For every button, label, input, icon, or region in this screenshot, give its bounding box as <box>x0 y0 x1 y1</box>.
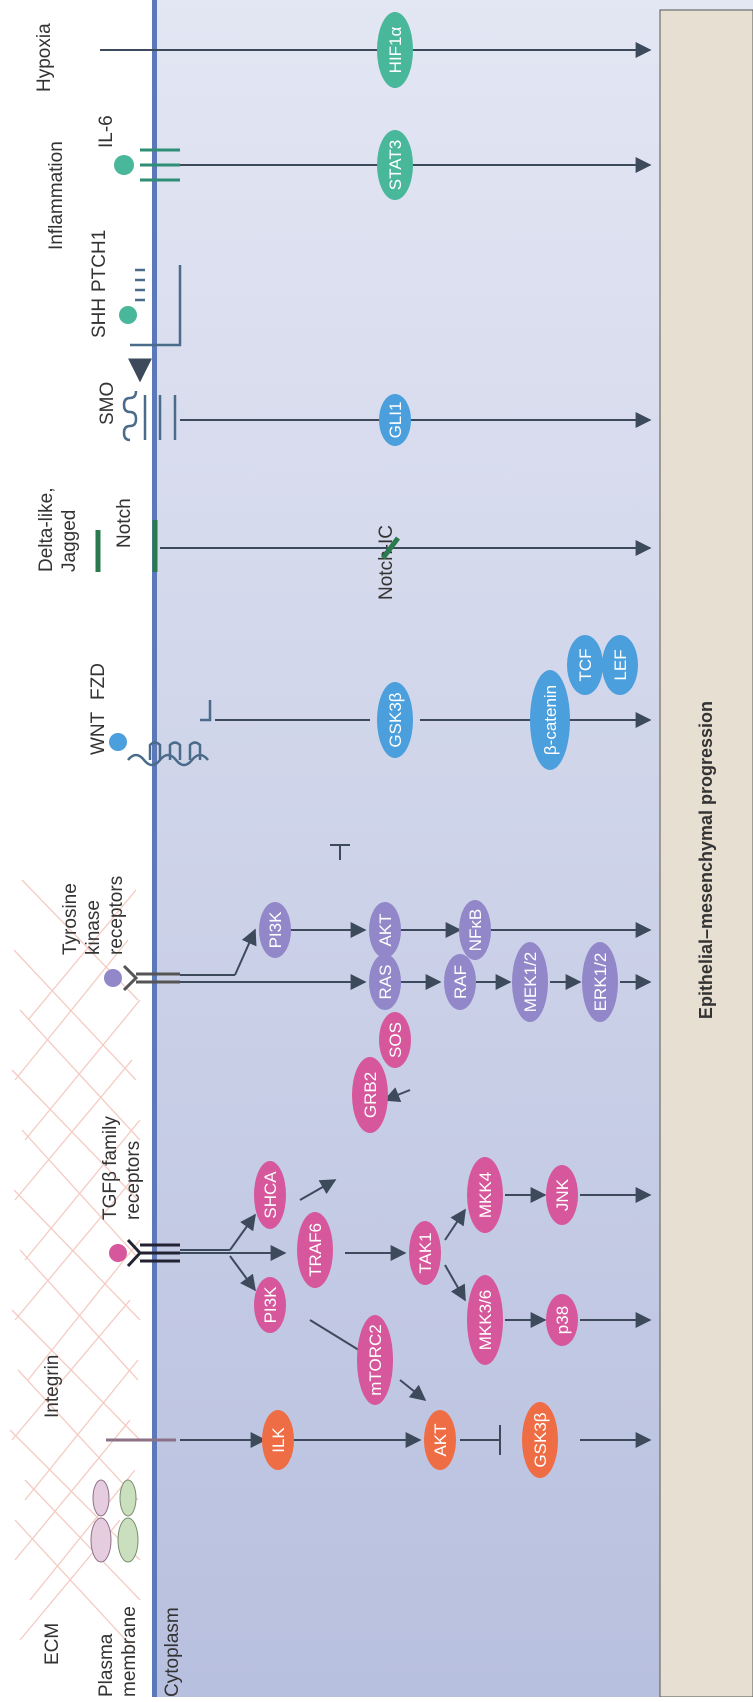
svg-text:MEK1/2: MEK1/2 <box>521 952 540 1012</box>
il6-label: IL-6 <box>96 115 117 148</box>
delta-label-1: Delta-like, <box>36 488 57 572</box>
node-akt-tyr: AKT <box>369 902 401 958</box>
node-raf: RAF <box>444 954 476 1010</box>
hypoxia-label: Hypoxia <box>34 23 55 92</box>
node-mkk4: MKK4 <box>467 1157 503 1233</box>
ecm-label: ECM <box>42 1623 63 1665</box>
svg-text:GLI1: GLI1 <box>386 402 405 439</box>
smo-label: SMO <box>97 382 118 425</box>
node-mek: MEK1/2 <box>512 942 548 1022</box>
node-traf6: TRAF6 <box>297 1212 333 1288</box>
ptch1-receptor <box>119 265 182 383</box>
svg-text:STAT3: STAT3 <box>386 140 405 190</box>
node-lef: LEF <box>602 635 638 695</box>
svg-text:RAF: RAF <box>451 965 470 999</box>
svg-text:AKT: AKT <box>431 1423 450 1456</box>
node-ras: RAS <box>369 954 401 1010</box>
tgfb-label-1: TGFβ family <box>100 1116 121 1220</box>
node-stat3: STAT3 <box>377 130 413 200</box>
node-shca: SHCA <box>254 1161 286 1229</box>
cytoplasm-label: Cytoplasm <box>162 1607 183 1697</box>
svg-text:NFκB: NFκB <box>466 909 485 952</box>
plasma-label: Plasma <box>96 1633 117 1697</box>
svg-text:GRB2: GRB2 <box>361 1072 380 1118</box>
tyrosine-label-1: Tyrosine <box>60 883 81 955</box>
tyrosine-label-2: kinase <box>83 900 104 955</box>
node-tak1: TAK1 <box>409 1221 441 1285</box>
node-p38: p38 <box>546 1294 578 1346</box>
node-gsk3b-wnt: GSK3β <box>377 682 413 758</box>
node-erk: ERK1/2 <box>582 942 618 1022</box>
notch-receptor <box>95 520 158 572</box>
inflammation-label: Inflammation <box>46 141 67 250</box>
svg-text:p38: p38 <box>553 1306 572 1334</box>
plasma-membrane <box>152 0 157 1697</box>
node-tcf: TCF <box>567 635 603 695</box>
tyrosine-label-3: receptors <box>106 876 127 955</box>
tgfb-label-2: receptors <box>123 1141 144 1220</box>
node-pi3k-tyr: PI3K <box>259 902 291 958</box>
notch-ic-label: Notch-IC <box>376 525 397 600</box>
node-akt-integrin: AKT <box>424 1410 456 1470</box>
svg-text:SHCA: SHCA <box>261 1171 280 1219</box>
svg-text:LEF: LEF <box>611 649 630 680</box>
node-grb2: GRB2 <box>352 1057 388 1133</box>
tgfb-receptor <box>109 1238 180 1268</box>
svg-text:mTORC2: mTORC2 <box>366 1324 385 1395</box>
node-gli1: GLI1 <box>379 394 411 446</box>
svg-text:RAS: RAS <box>376 965 395 1000</box>
delta-label-2: Jagged <box>59 510 80 572</box>
wnt-label: WNT <box>88 711 109 755</box>
tyrosine-kinase-receptor <box>104 964 180 992</box>
svg-text:ILK: ILK <box>269 1427 288 1453</box>
svg-text:HIF1α: HIF1α <box>386 26 405 73</box>
svg-text:MKK3/6: MKK3/6 <box>476 1290 495 1350</box>
node-jnk: JNK <box>546 1165 578 1225</box>
svg-text:MKK4: MKK4 <box>476 1172 495 1218</box>
cytoplasm-region <box>155 0 753 1697</box>
svg-text:TAK1: TAK1 <box>416 1232 435 1273</box>
svg-text:SOS: SOS <box>386 1022 405 1058</box>
integrin-receptor <box>90 1438 176 1563</box>
svg-text:TCF: TCF <box>576 648 595 681</box>
svg-text:JNK: JNK <box>553 1178 572 1211</box>
notch-label: Notch <box>114 498 135 548</box>
notch-ic-fragment <box>381 536 400 560</box>
progression-box <box>659 9 753 1698</box>
node-mkk36: MKK3/6 <box>467 1275 503 1365</box>
node-ilk: ILK <box>262 1410 294 1470</box>
fzd-label: FZD <box>88 663 109 700</box>
pathway-edges <box>100 42 652 1455</box>
progression-label: Epithelial–mesenchymal progression <box>696 701 716 1019</box>
svg-text:ERK1/2: ERK1/2 <box>591 953 610 1012</box>
membrane-label: membrane <box>119 1606 140 1697</box>
node-nfkb: NFκB <box>459 900 491 960</box>
fzd-receptor <box>109 700 212 767</box>
shh-label: SHH <box>89 298 110 338</box>
svg-text:GSK3β: GSK3β <box>386 692 405 747</box>
ecm-fibers <box>9 879 141 1651</box>
node-sos: SOS <box>379 1012 411 1068</box>
node-hif1a: HIF1α <box>377 12 413 88</box>
node-pi3k-tgf: PI3K <box>254 1277 286 1333</box>
ptch1-label: PTCH1 <box>89 230 110 292</box>
svg-text:GSK3β: GSK3β <box>531 1412 550 1467</box>
il6-receptor <box>114 148 180 182</box>
svg-text:TRAF6: TRAF6 <box>306 1223 325 1277</box>
node-bcatenin: β-catenin <box>530 670 570 770</box>
smo-receptor <box>122 390 177 442</box>
integrin-label: Integrin <box>42 1355 63 1418</box>
svg-text:AKT: AKT <box>376 913 395 946</box>
node-gsk3b-integrin: GSK3β <box>522 1402 558 1478</box>
node-mtorc2: mTORC2 <box>357 1315 393 1405</box>
svg-text:PI3K: PI3K <box>266 911 285 949</box>
svg-text:PI3K: PI3K <box>261 1286 280 1324</box>
svg-text:β-catenin: β-catenin <box>541 685 560 755</box>
